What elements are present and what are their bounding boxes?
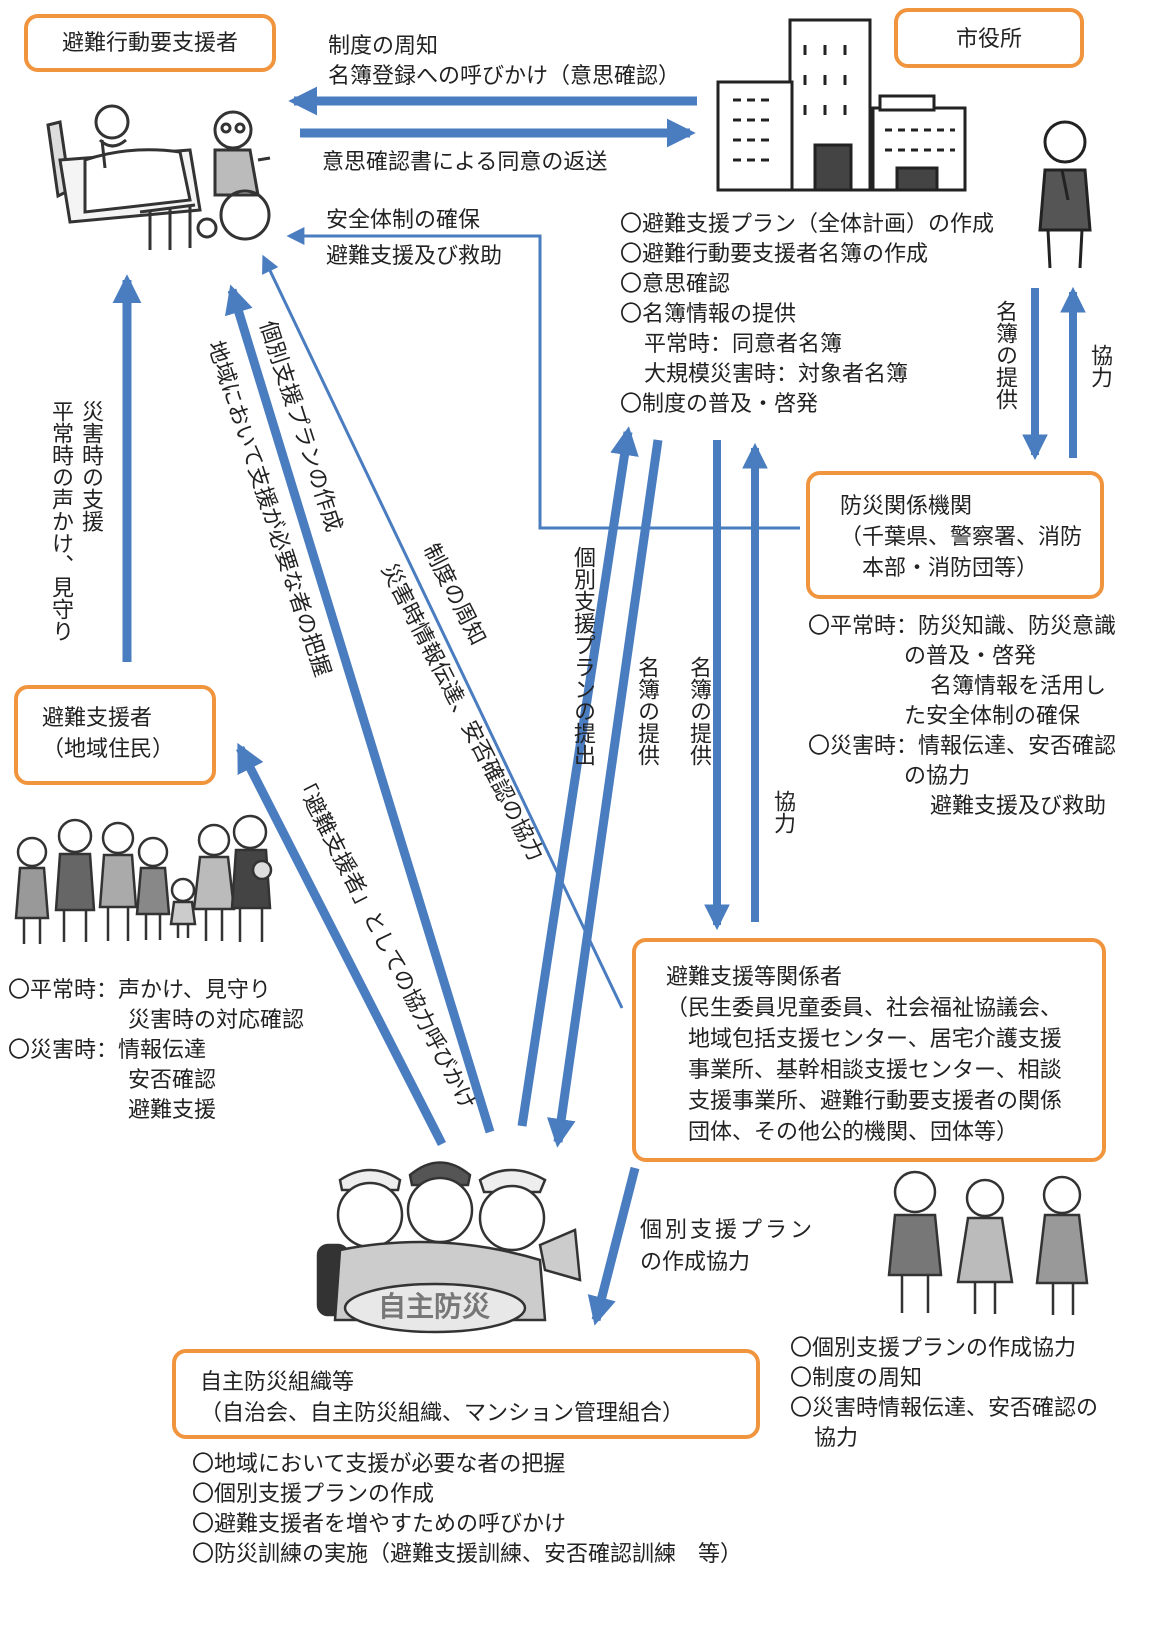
city-task-item: 大規模災害時：対象者名簿 (644, 362, 909, 387)
box-city-hall-label: 市役所 (956, 27, 1023, 52)
city-task-item: 〇避難行動要支援者名簿の作成 (620, 242, 929, 267)
supporter-task-item: 安否確認 (128, 1068, 217, 1093)
supporter-task-item: 災害時の対応確認 (128, 1008, 305, 1033)
arrow-city-to-org (546, 439, 663, 1148)
city-task-item: 〇名簿情報の提供 (620, 302, 797, 327)
city-hall-building-icon (716, 18, 967, 192)
label-call-register: 名簿登録への呼びかけ（意思確認） (328, 64, 681, 89)
box-related-parties-line: 支援事業所、避難行動要支援者の関係 (688, 1089, 1063, 1114)
org-task-item: 〇地域において支援が必要な者の把握 (192, 1452, 566, 1477)
arrow-org-to-requiring-plan (224, 284, 495, 1134)
city-task-item: 〇避難支援プラン（全体計画）の作成 (620, 212, 995, 237)
org-task-item: 〇避難支援者を増やすための呼びかけ (192, 1512, 567, 1537)
bed-patient-icon (46, 104, 202, 250)
box-evac-supporter-sub: （地域住民） (42, 737, 175, 762)
box-related-parties-line: 地域包括支援センター、居宅介護支援 (688, 1027, 1062, 1052)
label-list-provide-a: 名簿の提供 (634, 656, 659, 766)
disaster-task-list: 〇平常時：防災知識、防災意識 の普及・啓発 名簿情報を活用し た安全体制の確保 … (808, 612, 1116, 822)
label-plan-coop-1: 個別支援プラン (640, 1218, 816, 1243)
label-consent-return: 意思確認書による同意の返送 (322, 150, 608, 175)
box-disaster-agencies: 防災関係機関 （千葉県、警察署、消防 本部・消防団等） (806, 471, 1104, 599)
volunteer-badge: 自主防災 (378, 1290, 491, 1323)
label-notice: 制度の周知 (328, 34, 439, 59)
disaster-task-item: た安全体制の確保 (904, 704, 1081, 729)
disaster-task-item: 名簿情報を活用し (930, 674, 1107, 699)
official-man-icon (1038, 120, 1092, 269)
city-task-list: 〇避難支援プラン（全体計画）の作成 〇避難行動要支援者名簿の作成 〇意思確認 〇… (620, 210, 994, 420)
disaster-task-item: 避難支援及び救助 (930, 794, 1107, 819)
box-evac-supporter-title: 避難支援者 (42, 706, 153, 731)
box-disaster-agencies-title: 防災関係機関 (840, 494, 973, 519)
supporter-task-item: 〇災害時：情報伝達 (8, 1038, 207, 1063)
box-voluntary-org-title: 自主防災組織等 (200, 1370, 355, 1395)
label-list-provide-right: 名簿の提供 (992, 300, 1017, 410)
box-disaster-agencies-sub1: （千葉県、警察署、消防 (840, 525, 1083, 550)
label-plan-coop-2: の作成協力 (640, 1250, 751, 1275)
label-daily-watch-1: 災害時の支援 (78, 400, 103, 532)
disaster-task-item: 〇災害時：情報伝達、安否確認 (808, 734, 1117, 759)
city-task-item: 平常時：同意者名簿 (644, 332, 843, 357)
supporter-task-item: 〇平常時：声かけ、見守り (8, 978, 271, 1003)
supporter-task-item: 避難支援 (128, 1098, 217, 1123)
related-task-list: 〇個別支援プランの作成協力 〇制度の周知 〇災害時情報伝達、安否確認の 協力 (790, 1334, 1098, 1454)
box-evac-supporter: 避難支援者 （地域住民） (14, 685, 216, 785)
label-cooperate-right: 協力 (1087, 344, 1112, 388)
related-task-item: 〇災害時情報伝達、安否確認の (790, 1396, 1099, 1421)
arrow-related-to-org (587, 1166, 640, 1326)
related-task-item: 〇個別支援プランの作成協力 (790, 1336, 1077, 1361)
box-disaster-agencies-sub2: 本部・消防団等） (862, 556, 1039, 581)
box-requiring-support-label: 避難行動要支援者 (62, 31, 239, 56)
city-task-item: 〇制度の普及・啓発 (620, 392, 819, 417)
arrows (112, 86, 1086, 1326)
box-related-parties: 避難支援等関係者 （民生委員児童委員、社会福祉協議会、 地域包括支援センター、居… (632, 938, 1106, 1162)
label-safety: 安全体制の確保 (326, 208, 481, 233)
city-task-item: 〇意思確認 (620, 272, 731, 297)
arrow-org-to-city (517, 426, 639, 1127)
residents-group-icon (14, 814, 273, 944)
arrow-disaster-to-requiring (286, 227, 800, 530)
label-daily-watch-2: 平常時の声かけ、見守り (48, 400, 73, 642)
arrow-org-to-supporter (235, 742, 447, 1147)
disaster-task-item: の協力 (904, 764, 971, 789)
label-evac-rescue: 避難支援及び救助 (326, 244, 503, 269)
box-voluntary-org: 自主防災組織等 （自治会、自主防災組織、マンション管理組合） (172, 1349, 760, 1439)
volunteers-group-icon (316, 1161, 582, 1334)
disaster-task-item: 〇平常時：防災知識、防災意識 (808, 614, 1117, 639)
helpers-group-icon (887, 1170, 1089, 1315)
org-task-item: 〇防災訓練の実施（避難支援訓練、安否確認訓練 等） (192, 1542, 743, 1567)
box-related-parties-line: 事業所、基幹相談支援センター、相談 (688, 1058, 1062, 1083)
box-voluntary-org-sub: （自治会、自主防災組織、マンション管理組合） (200, 1401, 685, 1426)
wheelchair-person-icon (196, 110, 271, 241)
supporter-task-list: 〇平常時：声かけ、見守り 災害時の対応確認 〇災害時：情報伝達 安否確認 避難支… (8, 976, 304, 1126)
related-task-item: 協力 (814, 1426, 859, 1451)
box-related-parties-line: 団体、その他公的機関、団体等） (688, 1120, 1019, 1145)
org-task-list: 〇地域において支援が必要な者の把握 〇個別支援プランの作成 〇避難支援者を増やす… (192, 1450, 742, 1570)
label-plan-submit: 個別支援プランの提出 (570, 546, 595, 766)
label-cooperate-mid: 協力 (770, 790, 795, 834)
box-city-hall: 市役所 (894, 8, 1084, 68)
box-requiring-support: 避難行動要支援者 (24, 14, 276, 72)
label-list-provide-b: 名簿の提供 (686, 656, 711, 766)
disaster-task-item: の普及・啓発 (904, 644, 1037, 669)
box-related-parties-line: （民生委員児童委員、社会福祉協議会、 (666, 996, 1063, 1021)
box-related-parties-title: 避難支援等関係者 (666, 965, 843, 990)
related-task-item: 〇制度の周知 (790, 1366, 923, 1391)
org-task-item: 〇個別支援プランの作成 (192, 1482, 435, 1507)
